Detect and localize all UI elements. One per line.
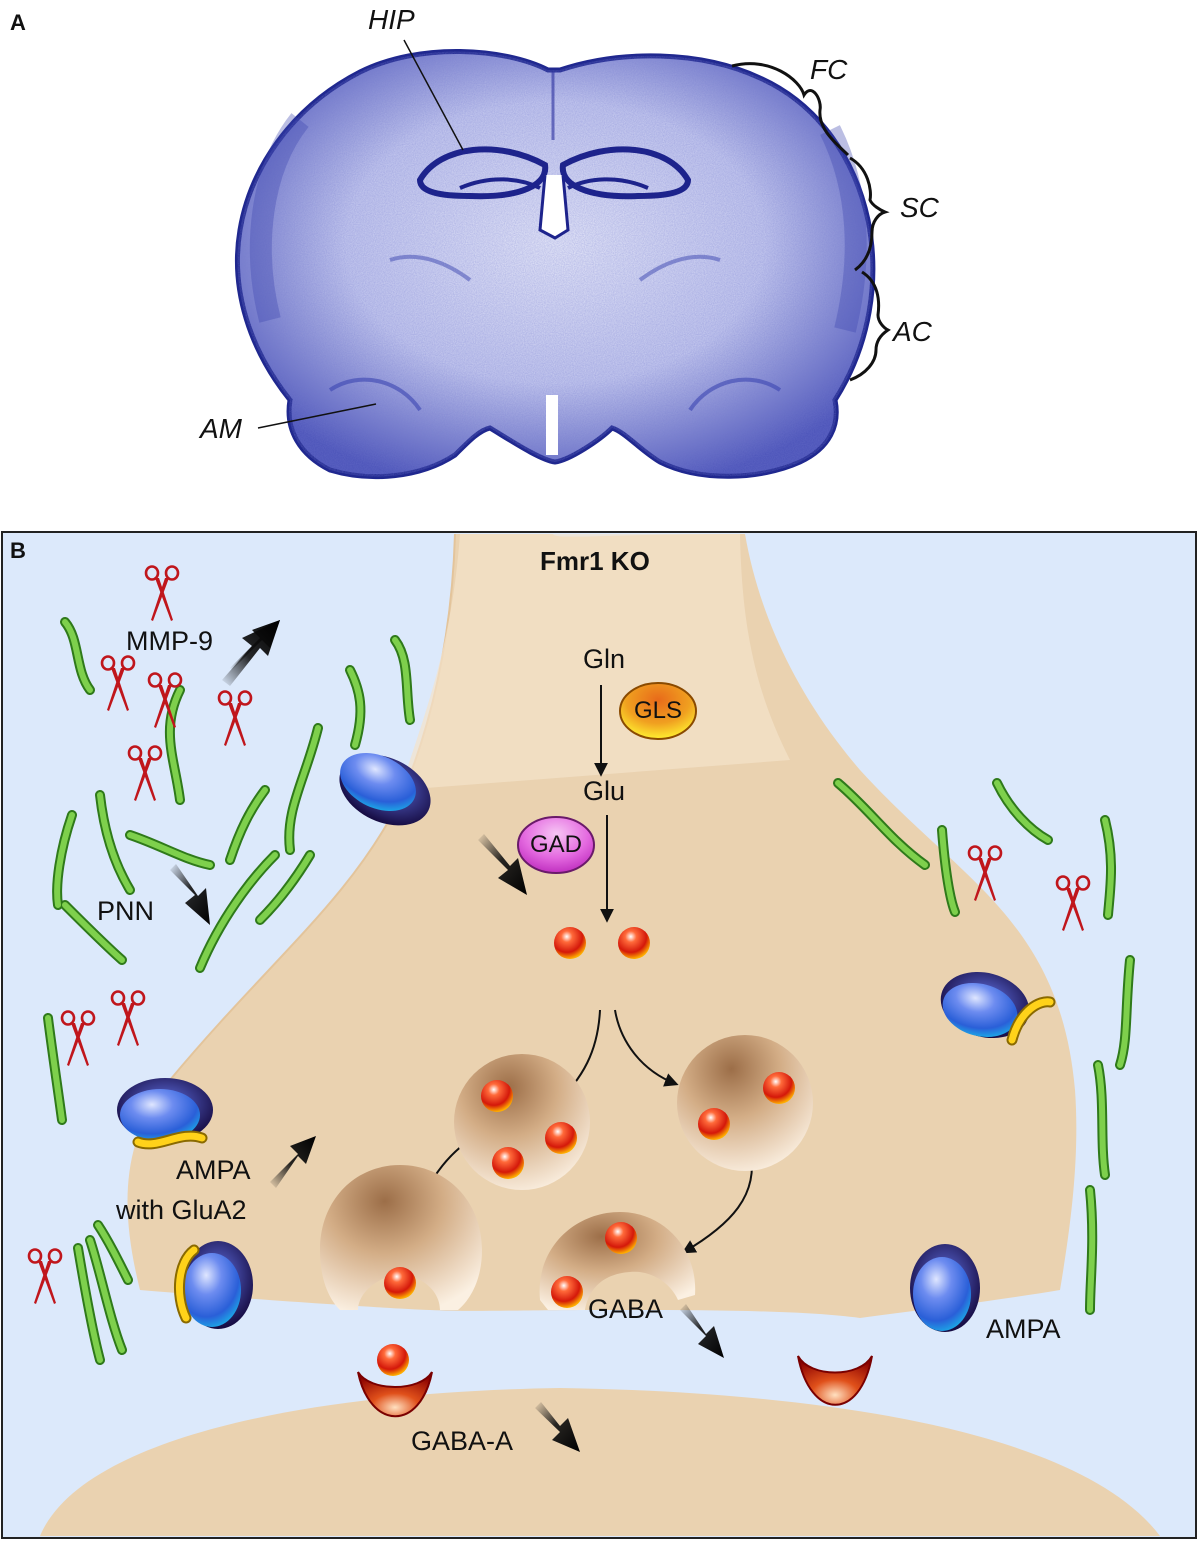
ampa-receptor-right-lower — [910, 1244, 980, 1332]
gaba-a-receptor-2 — [797, 1355, 873, 1406]
panel-a-label: A — [10, 10, 26, 35]
ampa-receptor-left-lower — [174, 1241, 253, 1329]
brain-section — [235, 48, 876, 480]
label-fc: FC — [810, 54, 848, 85]
label-ac: AC — [893, 316, 932, 347]
fc-brace — [731, 62, 850, 157]
pnn-trend-arrow — [170, 864, 210, 925]
fusing-vesicle-1 — [320, 1165, 482, 1310]
panel-b-title: Fmr1 KO — [540, 546, 650, 576]
label-am: AM — [200, 413, 242, 444]
label-ampa-glua2-line1: AMPA — [176, 1155, 251, 1185]
label-ampa: AMPA — [986, 1314, 1061, 1344]
sc-brace — [849, 156, 890, 272]
hip-pointer-line — [403, 39, 464, 151]
gad-trend-arrow — [478, 834, 527, 895]
ampa-receptor-right-glua2 — [940, 971, 1056, 1046]
label-mmp9: MMP-9 — [126, 626, 213, 656]
label-gln: Gln — [583, 644, 626, 674]
label-sc: SC — [900, 192, 939, 223]
label-gad: GAD — [529, 831, 582, 858]
label-pnn: PNN — [97, 896, 155, 926]
vesicle-2 — [677, 1035, 813, 1171]
gaba-trend-arrow — [680, 1304, 724, 1358]
label-gaba: GABA — [588, 1294, 664, 1324]
label-hip: HIP — [368, 4, 415, 35]
gaba-a-receptor-1 — [357, 1371, 433, 1418]
label-ampa-glua2-line2: with GluA2 — [116, 1195, 247, 1225]
load-vesicle-2-arrow — [614, 1009, 679, 1087]
postsynaptic-dendrite — [40, 1388, 1160, 1536]
presynaptic-terminal — [127, 534, 1077, 1318]
gad-enzyme — [517, 816, 595, 874]
mmp9-trend-arrow — [222, 620, 280, 686]
label-glu: Glu — [583, 776, 626, 806]
gaba-a-trend-arrow — [535, 1402, 580, 1452]
panel-b-label: B — [10, 538, 26, 563]
label-gaba-a: GABA-A — [411, 1426, 514, 1456]
pnn-fibers — [43, 617, 1135, 1365]
ampa-glua2-trend-arrow — [270, 1136, 316, 1188]
ampa-receptor-left-glua2 — [117, 1078, 213, 1150]
am-pointer-line — [257, 403, 377, 429]
label-gls: GLS — [633, 697, 683, 724]
gaba-molecules — [377, 927, 795, 1376]
ampa-receptor-top — [339, 752, 431, 826]
gls-enzyme — [619, 682, 697, 740]
ac-brace — [849, 270, 891, 382]
